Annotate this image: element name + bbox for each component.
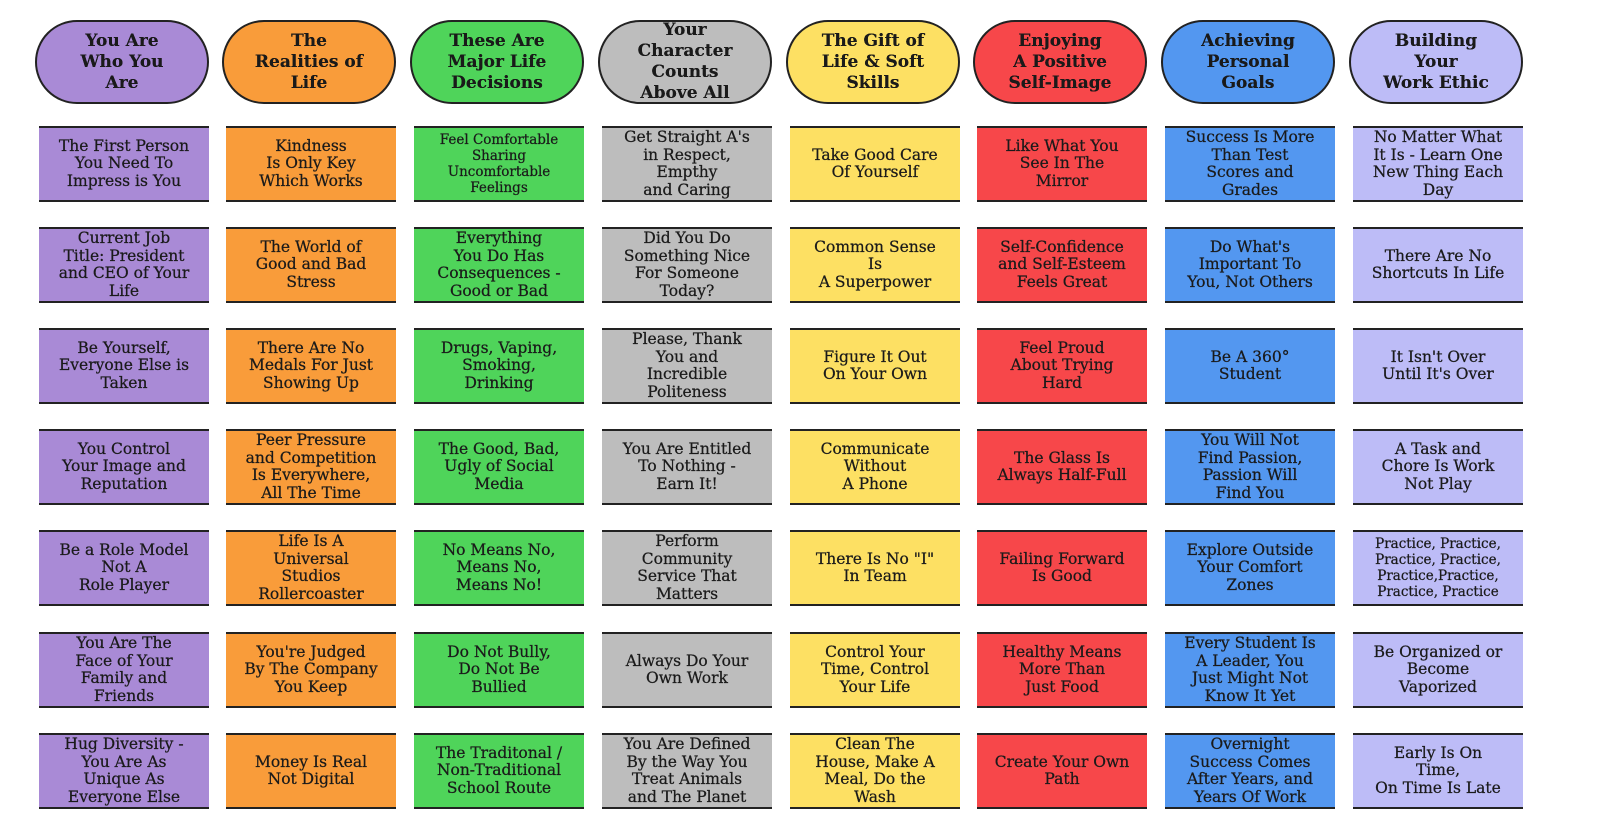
topic-card: Communicate Without A Phone xyxy=(790,429,960,505)
topic-card: Figure It Out On Your Own xyxy=(790,328,960,404)
topic-card: Failing Forward Is Good xyxy=(977,530,1147,606)
topic-card: Feel Proud About Trying Hard xyxy=(977,328,1147,404)
topic-card: Be A 360° Student xyxy=(1165,328,1335,404)
topic-card: Perform Community Service That Matters xyxy=(602,530,772,606)
topic-card: Overnight Success Comes After Years, and… xyxy=(1165,733,1335,809)
topic-card: Clean The House, Make A Meal, Do the Was… xyxy=(790,733,960,809)
topic-card: Be Yourself, Everyone Else is Taken xyxy=(39,328,209,404)
topic-card: Be Organized or Become Vaporized xyxy=(1353,632,1523,708)
topic-card: No Means No, Means No, Means No! xyxy=(414,530,584,606)
topic-card: The Glass Is Always Half-Full xyxy=(977,429,1147,505)
topic-card: The First Person You Need To Impress is … xyxy=(39,126,209,202)
topic-card: Always Do Your Own Work xyxy=(602,632,772,708)
topic-card: Self-Confidence and Self-Esteem Feels Gr… xyxy=(977,227,1147,303)
topic-card: The Good, Bad, Ugly of Social Media xyxy=(414,429,584,505)
topic-card: Explore Outside Your Comfort Zones xyxy=(1165,530,1335,606)
topic-card: Do What's Important To You, Not Others xyxy=(1165,227,1335,303)
topic-card: You Are The Face of Your Family and Frie… xyxy=(39,632,209,708)
topic-card: Hug Diversity - You Are As Unique As Eve… xyxy=(39,733,209,809)
topic-card: Life Is A Universal Studios Rollercoaste… xyxy=(226,530,396,606)
topic-card: There Are No Medals For Just Showing Up xyxy=(226,328,396,404)
topic-card: The Traditonal / Non-Traditional School … xyxy=(414,733,584,809)
topic-card: Current Job Title: President and CEO of … xyxy=(39,227,209,303)
topic-card: Please, Thank You and Incredible Politen… xyxy=(602,328,772,404)
topic-card: Every Student Is A Leader, You Just Migh… xyxy=(1165,632,1335,708)
topic-card: There Is No "I" In Team xyxy=(790,530,960,606)
topic-card: Drugs, Vaping, Smoking, Drinking xyxy=(414,328,584,404)
topic-card: Money Is Real Not Digital xyxy=(226,733,396,809)
category-header: Achieving Personal Goals xyxy=(1161,20,1335,104)
category-header: Your Character Counts Above All xyxy=(598,20,772,104)
category-header: The Realities of Life xyxy=(222,20,396,104)
topic-card: The World of Good and Bad Stress xyxy=(226,227,396,303)
topic-card: Feel Comfortable Sharing Uncomfortable F… xyxy=(414,126,584,202)
topic-card: Common Sense Is A Superpower xyxy=(790,227,960,303)
category-header: Enjoying A Positive Self-Image xyxy=(973,20,1147,104)
topic-card: There Are No Shortcuts In Life xyxy=(1353,227,1523,303)
topic-card: Early Is On Time, On Time Is Late xyxy=(1353,733,1523,809)
topic-card: You're Judged By The Company You Keep xyxy=(226,632,396,708)
topic-card: You Are Entitled To Nothing - Earn It! xyxy=(602,429,772,505)
topic-card: Do Not Bully, Do Not Be Bullied xyxy=(414,632,584,708)
topic-card: It Isn't Over Until It's Over xyxy=(1353,328,1523,404)
category-header: These Are Major Life Decisions xyxy=(410,20,584,104)
topic-card: Kindness Is Only Key Which Works xyxy=(226,126,396,202)
topic-card: Everything You Do Has Consequences - Goo… xyxy=(414,227,584,303)
topic-card: Create Your Own Path xyxy=(977,733,1147,809)
topic-card: A Task and Chore Is Work Not Play xyxy=(1353,429,1523,505)
topic-card: Be a Role Model Not A Role Player xyxy=(39,530,209,606)
topic-card: Practice, Practice, Practice, Practice, … xyxy=(1353,530,1523,606)
topic-card: Success Is More Than Test Scores and Gra… xyxy=(1165,126,1335,202)
topic-card: You Will Not Find Passion, Passion Will … xyxy=(1165,429,1335,505)
category-header: Building Your Work Ethic xyxy=(1349,20,1523,104)
topic-card: No Matter What It Is - Learn One New Thi… xyxy=(1353,126,1523,202)
topic-card: Healthy Means More Than Just Food xyxy=(977,632,1147,708)
topic-card: Control Your Time, Control Your Life xyxy=(790,632,960,708)
category-column: Building Your Work Ethic No Matter What I… xyxy=(1349,0,1527,839)
topic-card: Did You Do Something Nice For Someone To… xyxy=(602,227,772,303)
category-header: You Are Who You Are xyxy=(35,20,209,104)
category-header: The Gift of Life & Soft Skills xyxy=(786,20,960,104)
topic-card: You Control Your Image and Reputation xyxy=(39,429,209,505)
topic-card: You Are Defined By the Way You Treat Ani… xyxy=(602,733,772,809)
topic-card: Get Straight A's in Respect, Empthy and … xyxy=(602,126,772,202)
topic-card: Peer Pressure and Competition Is Everywh… xyxy=(226,429,396,505)
topic-card: Like What You See In The Mirror xyxy=(977,126,1147,202)
topic-card: Take Good Care Of Yourself xyxy=(790,126,960,202)
